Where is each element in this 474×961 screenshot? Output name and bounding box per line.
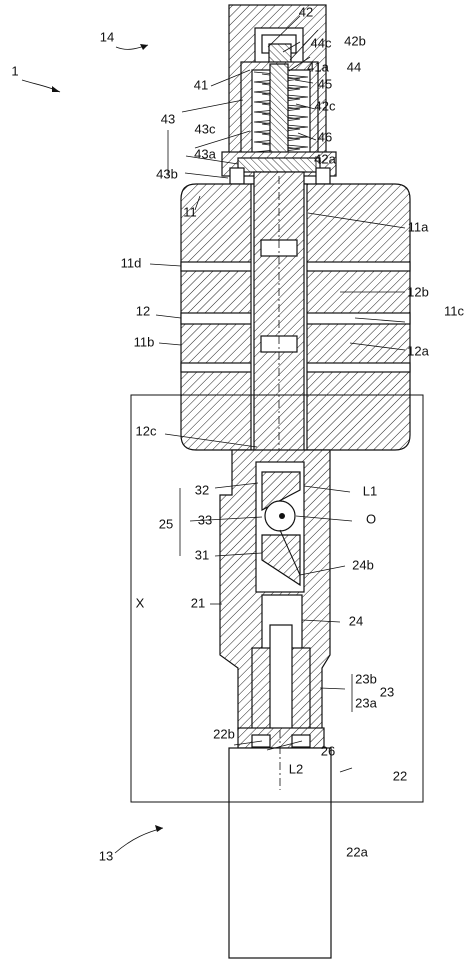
outer-spring (253, 71, 309, 153)
leader-arrowheads (52, 44, 163, 832)
label-25: 25 (159, 516, 173, 531)
label-43: 43 (161, 111, 175, 126)
label-32: 32 (195, 482, 209, 497)
label-31: 31 (195, 547, 209, 562)
detail-frame-x (130, 394, 424, 803)
label-12b: 12b (407, 284, 429, 299)
label-46: 46 (318, 129, 332, 144)
label-13: 13 (99, 848, 113, 863)
label-11d: 11d (121, 255, 142, 270)
label-45: 45 (318, 76, 332, 91)
label-1: 1 (11, 63, 18, 78)
label-12c: 12c (136, 423, 157, 438)
label-42c: 42c (315, 98, 336, 113)
label-44c: 44c (311, 35, 332, 50)
label-44: 44 (347, 59, 361, 74)
label-26: 26 (321, 743, 335, 758)
label-22b: 22b (213, 726, 235, 741)
label-11: 11 (183, 204, 197, 219)
seat-ring-right (315, 167, 331, 185)
lower-housing (219, 449, 331, 741)
label-23: 23 (380, 684, 394, 699)
label-11c: 11c (444, 303, 464, 318)
label-43c: 43c (195, 121, 216, 136)
main-body (180, 171, 411, 473)
label-L1: L1 (363, 483, 377, 498)
leader-lines (21, 15, 406, 854)
label-L2: L2 (289, 761, 303, 776)
label-11b: 11b (134, 334, 155, 349)
label-42a: 42a (314, 151, 336, 166)
label-12a: 12a (407, 343, 429, 358)
rod-23a (269, 624, 293, 741)
adjust-screw (268, 43, 292, 65)
label-43b: 43b (156, 166, 178, 181)
seat-ring-left (229, 167, 245, 185)
label-42b: 42b (344, 33, 366, 48)
label-41: 41 (194, 77, 208, 92)
label-21: 21 (191, 595, 205, 610)
flange-inner (237, 157, 321, 173)
label-X: X (136, 595, 145, 610)
spring-guide-rod (269, 63, 289, 165)
label-23a: 23a (355, 695, 377, 710)
label-41a: 41a (307, 59, 329, 74)
label-33: 33 (198, 512, 212, 527)
label-23b: 23b (355, 671, 377, 686)
label-42: 42 (299, 4, 313, 19)
label-43a: 43a (194, 146, 216, 161)
label-22a: 22a (346, 844, 368, 859)
actuator (228, 727, 332, 959)
label-22: 22 (393, 768, 407, 783)
label-12: 12 (136, 303, 150, 318)
ball-dot (279, 513, 285, 519)
label-24b: 24b (352, 557, 374, 572)
label-O: O (366, 511, 376, 526)
label-14: 14 (100, 29, 114, 44)
valve-seat-32 (261, 471, 301, 511)
reference-labels: 1 14 42 44c 42b 41a 44 41 45 42c 43 43c … (11, 4, 464, 863)
actuator-base-plate (237, 727, 325, 749)
valve-body-31 (261, 534, 301, 587)
flow-line-24b (279, 529, 301, 576)
label-11a: 11a (408, 219, 429, 234)
label-24: 24 (349, 613, 363, 628)
